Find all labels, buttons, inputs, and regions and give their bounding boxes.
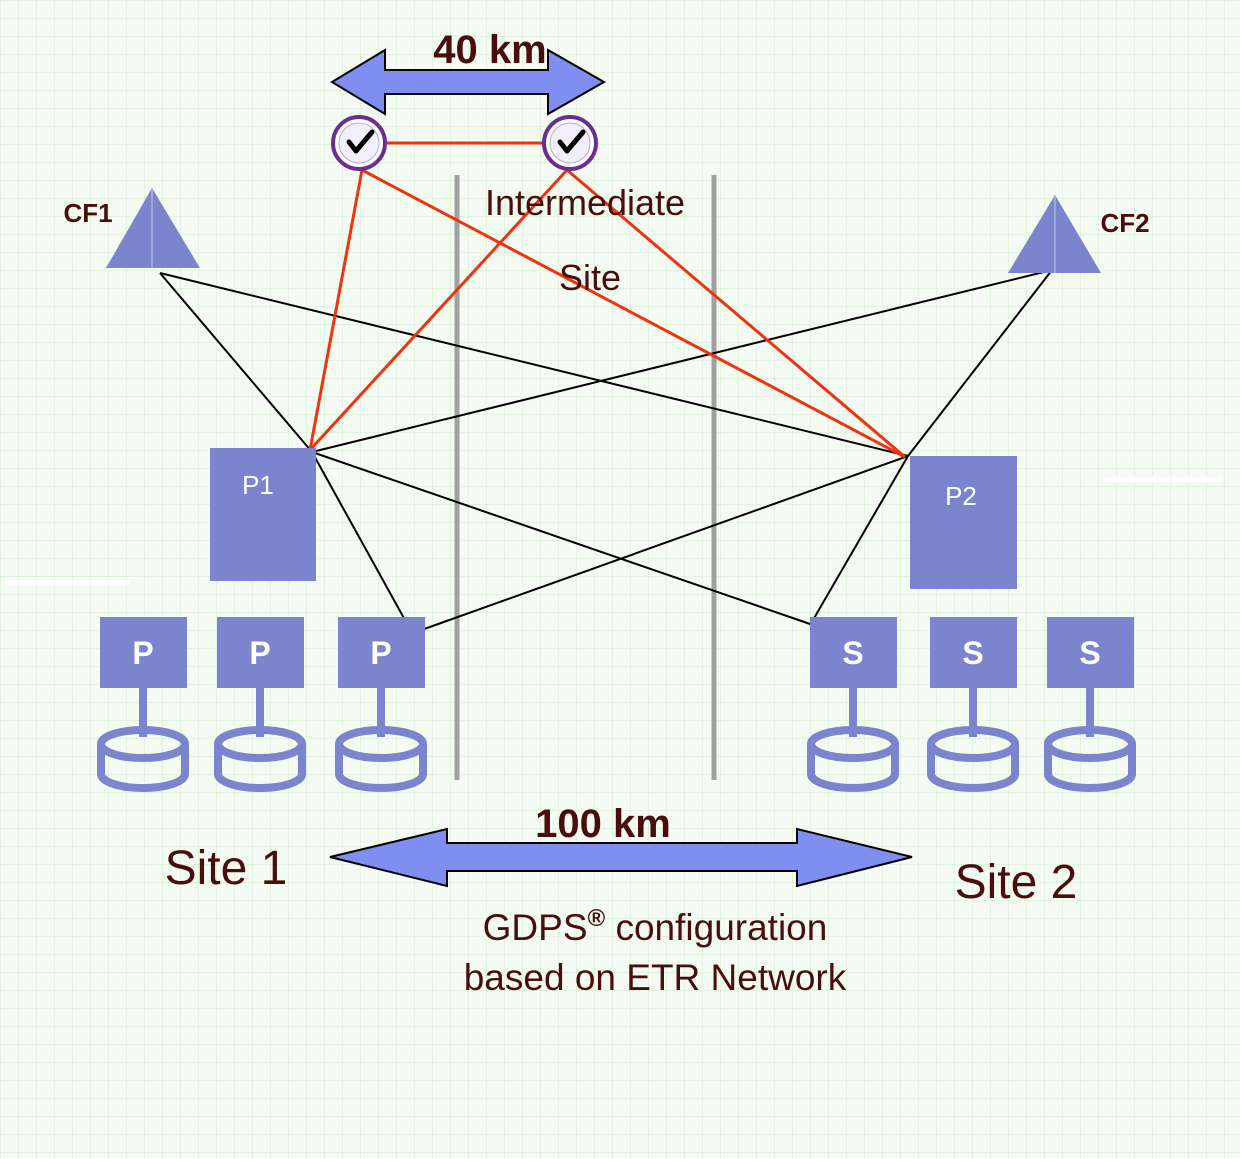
p1-box [210,448,316,581]
cf2-label: CF2 [1100,208,1149,238]
link-p2-disk-p [412,455,909,634]
p2-label: P2 [945,481,977,511]
distance-arrow-top [330,48,607,116]
intermediate-site-label-line2: Site [559,257,621,298]
disk-icon [335,688,427,792]
p1-label: P1 [242,470,274,500]
link-cf1-p2 [159,272,909,457]
etr-link-left-p2 [361,168,906,459]
link-cf2-p1 [311,269,1053,453]
caption-line1: GDPS® configuration [483,905,828,948]
svg-text:P: P [370,635,391,671]
site2-volume-1: S [810,617,897,688]
etr-link-left-p1 [308,169,364,451]
cf1-triangle-icon [106,188,200,268]
black-links [159,269,1053,634]
etr-clock-right-icon [542,115,598,171]
link-cf1-p1 [159,272,313,453]
p2-box [910,456,1017,589]
caption-line2: based on ETR Network [464,957,847,998]
etr-clock-left-icon [331,115,387,171]
disk-icon [214,688,306,792]
etr-link-right-p2 [566,168,906,459]
distance-label-bottom: 100 km [535,802,671,846]
disk-icon [1044,688,1136,792]
svg-text:S: S [1079,635,1100,671]
cf2-triangle-icon [1008,195,1101,273]
disk-icon [807,688,899,792]
cf1-label: CF1 [63,198,112,228]
site1-label: Site 1 [165,842,288,895]
etr-links [308,141,906,459]
site1-volume-2: P [217,617,304,688]
svg-text:S: S [842,635,863,671]
link-cf2-p2 [907,269,1053,457]
distance-arrow-bottom [329,827,913,888]
site1-volume-3: P [338,617,425,688]
link-p1-disk-p [311,451,406,621]
site1-volume-1: P [100,617,187,688]
site2-volume-2: S [930,617,1017,688]
link-p1-disk-s [311,451,814,626]
disk-icon [97,688,189,792]
site2-volume-3: S [1047,617,1134,688]
intermediate-site-label-line1: Intermediate [485,182,685,223]
site2-label: Site 2 [955,856,1078,909]
svg-text:P: P [132,635,153,671]
svg-text:S: S [962,635,983,671]
disk-icon [927,688,1019,792]
distance-label-top: 40 km [433,28,546,72]
svg-text:P: P [249,635,270,671]
disks [97,688,1136,792]
link-p2-disk-s [812,455,909,621]
etr-link-right-p1 [308,168,569,452]
